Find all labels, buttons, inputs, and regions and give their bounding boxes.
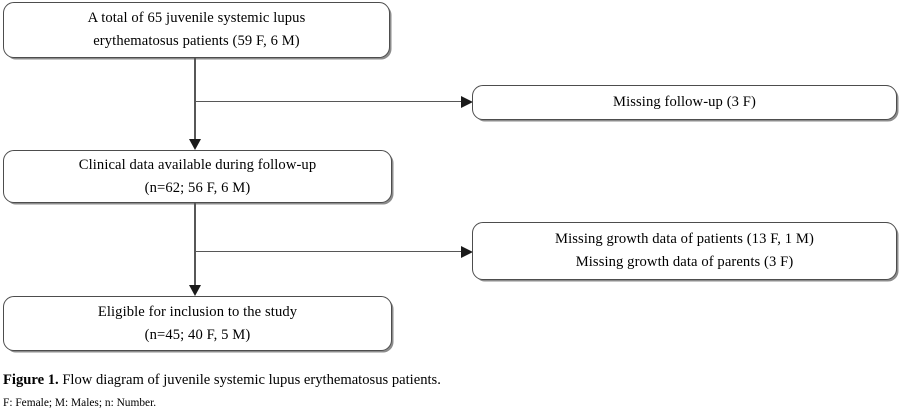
node-eligible-line-2: (n=45; 40 F, 5 M) — [144, 326, 251, 343]
node-total-patients: A total of 65 juvenile systemic lupus er… — [3, 2, 390, 58]
connector-trunk-2 — [194, 203, 196, 289]
arrowhead-right-1-icon — [461, 95, 473, 108]
arrowhead-right-2-icon — [461, 245, 473, 258]
arrowhead-down-2-icon — [189, 285, 201, 296]
node-total-line-1: A total of 65 juvenile systemic lupus — [87, 10, 306, 26]
node-eligible-line-1: Eligible for inclusion to the study — [97, 303, 298, 320]
figure-caption-text: Flow diagram of juvenile systemic lupus … — [58, 372, 441, 388]
node-eligible-for-inclusion: Eligible for inclusion to the study (n=4… — [3, 296, 392, 351]
figure-caption-label: Figure 1. — [3, 372, 59, 388]
node-missing-followup: Missing follow-up (3 F) — [472, 85, 897, 120]
node-missing-growth-data: Missing growth data of patients (13 F, 1… — [472, 222, 897, 280]
connector-branch-2 — [195, 250, 465, 252]
node-missing-growth-line-2: Missing growth data of parents (3 F) — [575, 254, 794, 270]
node-clinical-line-1: Clinical data available during follow-up — [78, 156, 317, 173]
node-total-line-2: erythematosus patients (59 F, 6 M) — [93, 33, 300, 49]
node-missing-followup-line-1: Missing follow-up (3 F) — [613, 94, 756, 110]
node-clinical-line-2: (n=62; 56 F, 6 M) — [144, 179, 251, 196]
node-clinical-data: Clinical data available during follow-up… — [3, 150, 392, 203]
arrowhead-down-1-icon — [189, 139, 201, 150]
connector-trunk-1 — [194, 58, 196, 143]
connector-branch-1 — [195, 100, 465, 102]
node-missing-growth-line-1: Missing growth data of patients (13 F, 1… — [555, 231, 814, 247]
figure-caption: Figure 1. Flow diagram of juvenile syste… — [3, 371, 897, 390]
figure-footnote: F: Female; M: Males; n: Number. — [3, 397, 157, 409]
